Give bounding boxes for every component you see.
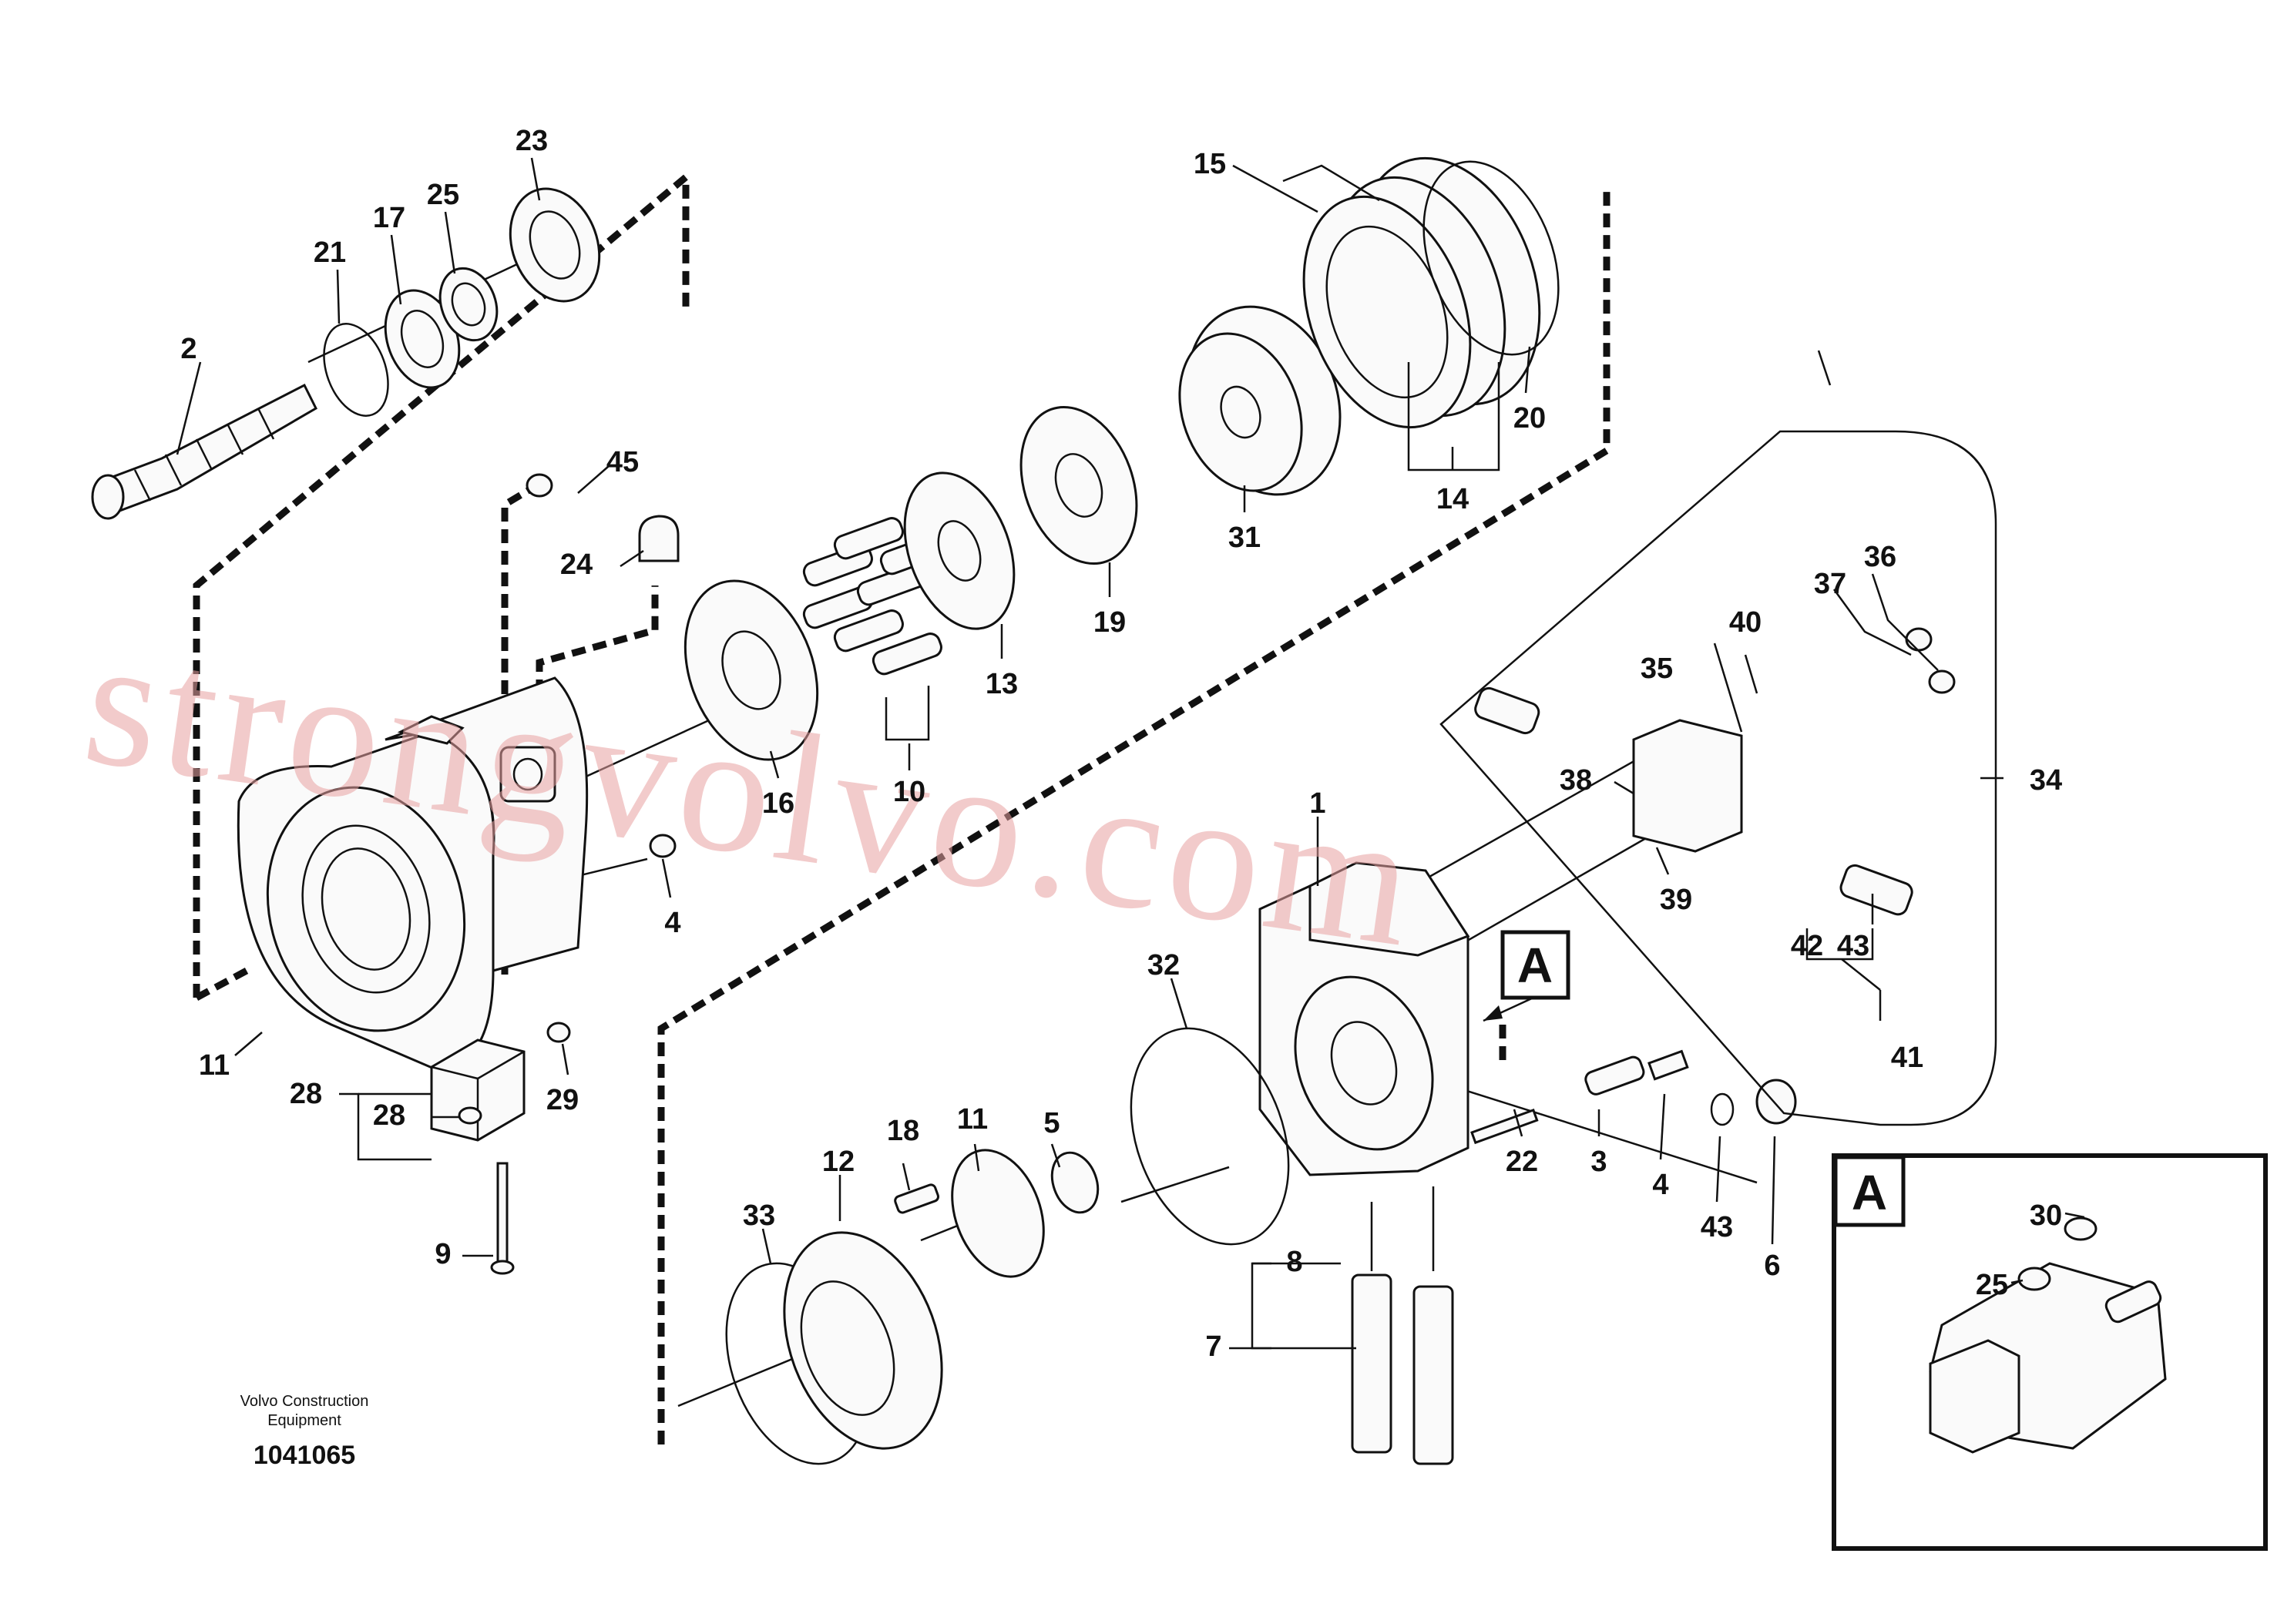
cylinder-block: [1178, 305, 1342, 496]
detail-a-letter: A: [1852, 1165, 1887, 1220]
callout-45: 45: [606, 446, 639, 478]
valve-block: [430, 473, 680, 1275]
callout-30: 31: [1228, 522, 1261, 554]
callout-23: 22: [1506, 1146, 1538, 1178]
callout-43: 43: [1701, 1211, 1733, 1243]
plug-group-outline: [1439, 430, 1997, 1126]
callout-8: 8: [1286, 1246, 1302, 1278]
relief-parts: [1470, 1049, 1797, 1145]
callout-9: 9: [435, 1238, 451, 1270]
callout-33: 34: [2030, 764, 2062, 797]
caption-line-1: Volvo Construction: [240, 1393, 369, 1410]
callout-10: 10: [893, 776, 925, 808]
callout-7: 7: [1205, 1330, 1221, 1363]
callout-17: 16: [762, 787, 794, 820]
valve-cover: [1258, 861, 1470, 1465]
motor-housing: [237, 676, 589, 1072]
callout-26: 25: [427, 179, 459, 211]
callout-25: 24: [560, 549, 593, 581]
view-a-marker: [1483, 930, 1570, 1022]
boundary-upper-left: [193, 169, 690, 998]
boundary-right-long: [657, 189, 1611, 1444]
document-number: 1041065: [254, 1441, 355, 1470]
view-a-box: [1500, 930, 1570, 1000]
callout-5: 5: [1043, 1107, 1060, 1139]
callout-31: 32: [1147, 949, 1180, 981]
callout-42: 43: [1837, 930, 1869, 962]
brake-pack: [1302, 156, 1560, 429]
thrust-plate: [683, 579, 819, 761]
callout-1: 1: [1309, 787, 1325, 820]
callout-38: 39: [1660, 884, 1692, 916]
callout-37: 38: [1560, 764, 1592, 797]
callout-21: 20: [1513, 402, 1546, 435]
callout-35: 36: [1864, 541, 1896, 573]
callout-39: 40: [1729, 606, 1762, 639]
callout-20: 19: [1093, 606, 1126, 639]
callout-34: 35: [1641, 653, 1673, 685]
callout-numbers: 2 21 17 25 23 15 14 20 31 19 13 16 10 45…: [180, 125, 2062, 1363]
callout-leaders: [176, 157, 2085, 1350]
callout-41: 42: [1791, 930, 1823, 962]
callout-28-upper: 29: [546, 1084, 579, 1116]
callout-32: 33: [743, 1200, 775, 1232]
callout-2: 2: [180, 333, 196, 365]
callout-19: 18: [887, 1115, 919, 1147]
callout-25-detail: 25: [1976, 1269, 2008, 1301]
callout-36: 37: [1814, 568, 1846, 600]
callout-16: 15: [1194, 148, 1226, 180]
callout-27: 28: [290, 1078, 322, 1110]
callout-15: 14: [1436, 483, 1469, 515]
boundary-plug: [536, 586, 659, 693]
callout-40: 41: [1891, 1042, 1923, 1074]
callout-28-lower: 28: [373, 1099, 405, 1132]
boundary-lower-left: [194, 968, 249, 1001]
callout-4-lower: 4: [1652, 1169, 1668, 1201]
callout-11: 11: [199, 1049, 230, 1082]
shaft-part: [91, 383, 317, 520]
caption-line-2: Equipment: [267, 1412, 341, 1429]
callout-13: 12: [822, 1146, 855, 1178]
callout-24: 23: [516, 125, 548, 157]
view-a-letter: A: [1517, 938, 1553, 993]
callout-14: 13: [986, 668, 1018, 700]
shaft-bearings: [323, 187, 601, 417]
callout-22: 21: [314, 237, 346, 269]
callout-18: 17: [373, 202, 405, 234]
callout-6: 6: [1764, 1250, 1780, 1282]
callout-4-upper: 4: [664, 907, 680, 939]
callout-12: 11: [957, 1103, 988, 1136]
retainer-plates: [903, 405, 1138, 630]
detail-a-inset: [1832, 1153, 2268, 1551]
lower-seals: [725, 1027, 1290, 1465]
callout-3: 3: [1590, 1146, 1607, 1178]
callout-29: 30: [2030, 1200, 2062, 1232]
